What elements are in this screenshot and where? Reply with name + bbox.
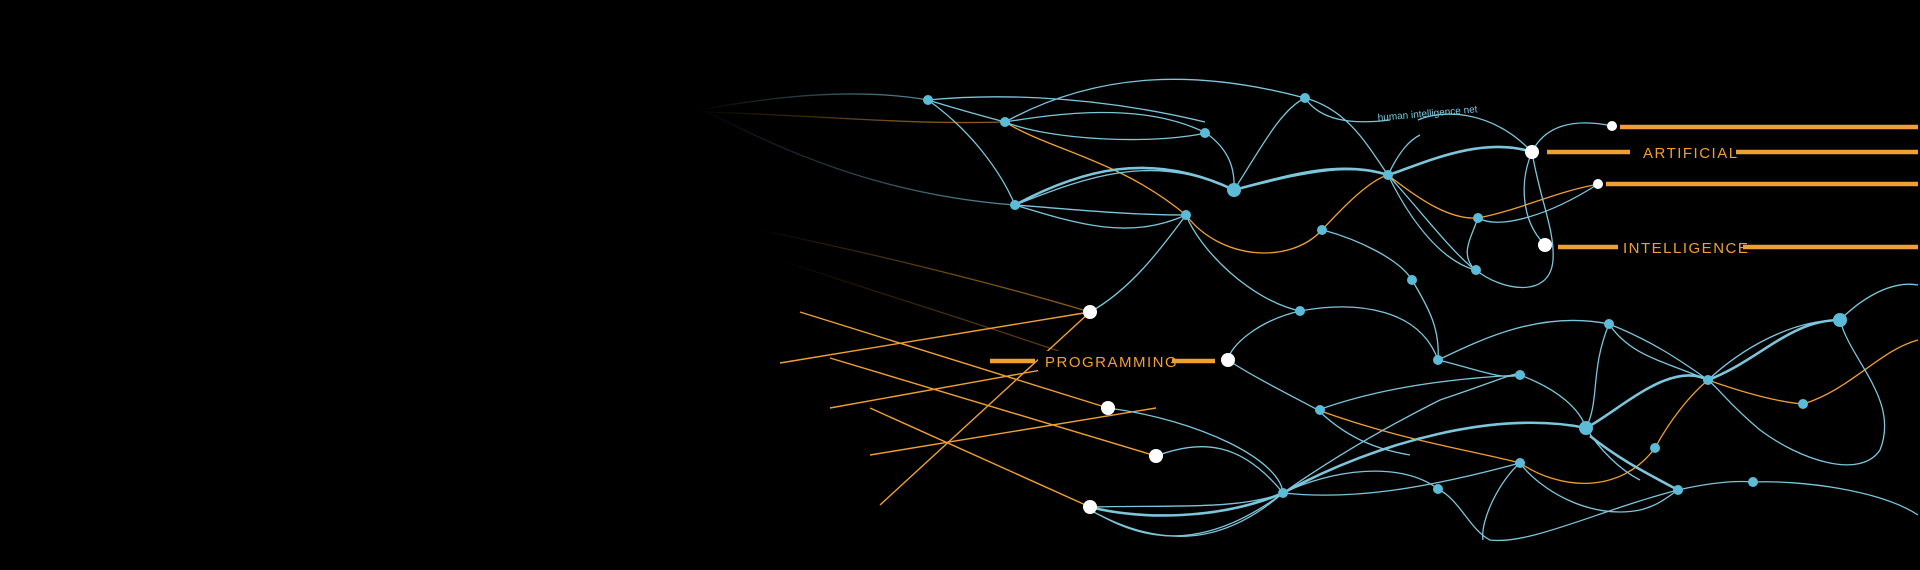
blue-highlight-connections (1014, 145, 1841, 517)
white-nodes (1083, 121, 1617, 514)
orange-curves (1004, 121, 1919, 485)
orange-horizontals (780, 309, 1215, 510)
programming-label-bg (1038, 351, 1172, 371)
output-lines (1547, 124, 1918, 250)
programming-label: PROGRAMMING (1045, 354, 1178, 371)
blue-nodes (923, 93, 1847, 498)
artificial-label: ARTIFICIAL (1643, 145, 1739, 162)
intelligence-label: INTELLIGENCE (1623, 240, 1749, 257)
human-intelligence-net-label: human intelligence net (1377, 104, 1478, 124)
artificial-label-bg (1632, 142, 1736, 162)
intelligence-label-bg (1619, 237, 1743, 257)
